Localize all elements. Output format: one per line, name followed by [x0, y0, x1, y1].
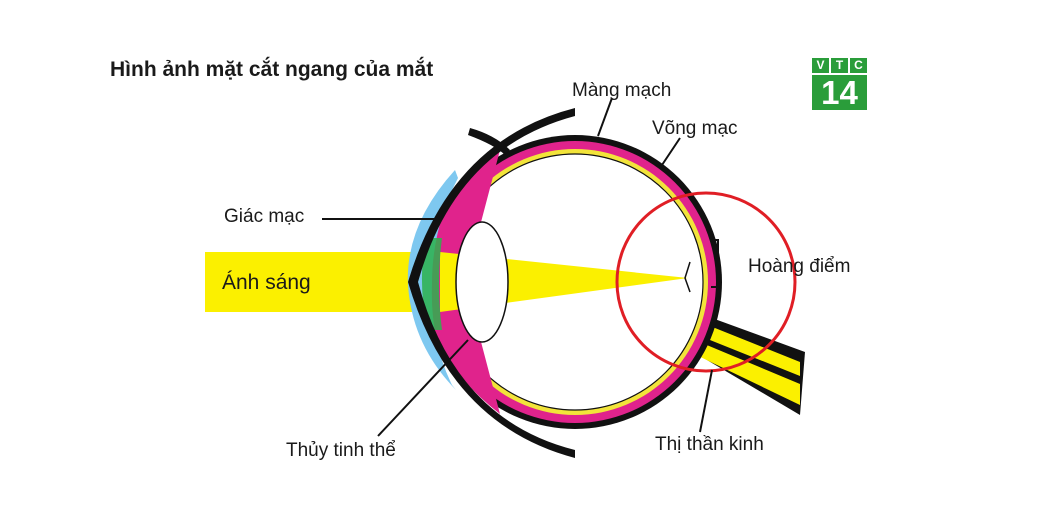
optic-nerve-label: Thị thần kinh: [655, 434, 764, 456]
vtc14-logo: V T C 14: [812, 58, 870, 112]
logo-letter: C: [850, 58, 867, 73]
lens-label: Thủy tinh thể: [286, 440, 396, 462]
logo-number: 14: [812, 75, 867, 110]
logo-letter: V: [812, 58, 829, 73]
lens-leader: [378, 340, 468, 436]
light-label: Ánh sáng: [222, 271, 311, 295]
diagram-title: Hình ảnh mặt cắt ngang của mắt: [110, 58, 433, 82]
macula-label: Hoàng điểm: [748, 256, 850, 278]
retina-leader: [660, 138, 680, 168]
retina-label: Võng mạc: [652, 118, 738, 140]
choroid-label: Màng mạch: [572, 80, 671, 102]
cornea-label: Giác mạc: [224, 206, 304, 228]
logo-letter: T: [831, 58, 848, 73]
optic-nerve-leader: [700, 370, 712, 432]
choroid-leader: [598, 98, 612, 136]
lens-shape: [456, 222, 508, 342]
